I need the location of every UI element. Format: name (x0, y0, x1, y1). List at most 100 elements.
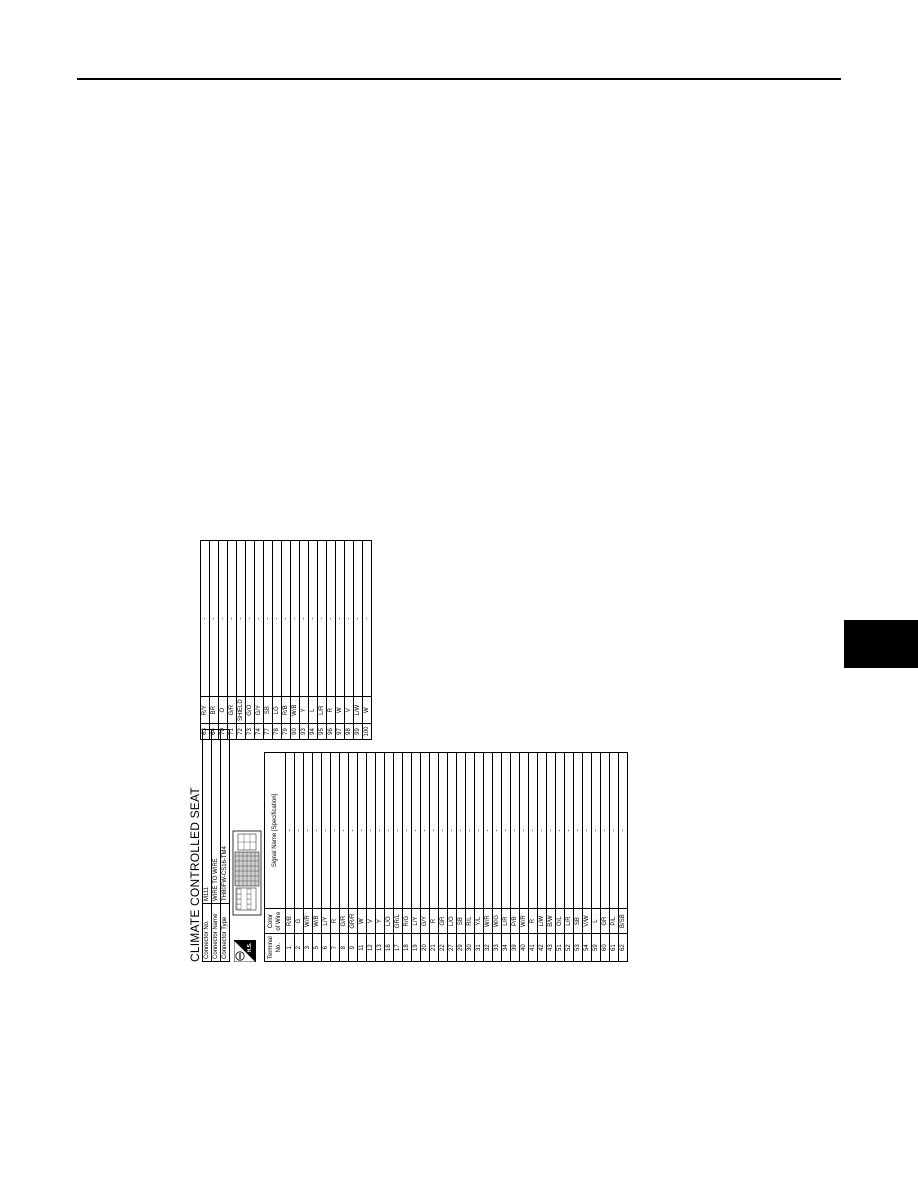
connector-type-value: TH80FW-CS16-TM4 (220, 729, 230, 904)
terminal-cell: 39 (510, 933, 520, 962)
signal-cell: - (528, 752, 538, 909)
signal-cell: - (600, 752, 610, 909)
terminal-cell: 13 (375, 933, 385, 962)
signal-cell: - (272, 540, 282, 697)
terminal-cell: 93 (299, 723, 309, 740)
signal-cell: - (326, 540, 336, 697)
wire-color-cell: SB (573, 908, 583, 934)
terminal-cell: 77 (263, 723, 273, 740)
signal-cell: - (308, 540, 318, 697)
wire-color-cell: B/W (546, 908, 556, 934)
signal-cell: - (303, 752, 313, 909)
terminal-cell: 34 (501, 933, 511, 962)
terminal-cell: 40 (519, 933, 529, 962)
terminal-cell: 60 (600, 933, 610, 962)
terminal-cell: 33 (492, 933, 502, 962)
connector-info-table: Connector No. M111 Connector Name WIRE T… (202, 729, 230, 962)
wire-color-cell: SHIELD (236, 696, 246, 724)
wire-color-cell: L/R (317, 696, 327, 724)
wire-color-cell: W (357, 908, 367, 934)
terminal-cell: 94 (308, 723, 318, 740)
signal-cell: - (362, 540, 372, 697)
signal-cell: - (254, 540, 264, 697)
wire-color-cell: GR/L (393, 908, 403, 934)
connector-graphics: H.S. (232, 730, 262, 962)
terminal-cell: 12 (366, 933, 376, 962)
terminal-cell: 3 (303, 933, 313, 962)
wire-color-cell: L/O (384, 908, 394, 934)
signal-cell: - (263, 540, 273, 697)
terminal-cell: 54 (582, 933, 592, 962)
terminal-cell: 100 (362, 723, 372, 740)
wire-color-cell: R/B (285, 908, 295, 934)
terminal-cell: 7 (330, 933, 340, 962)
signal-cell: - (285, 752, 295, 909)
wire-color-cell: GR (438, 908, 448, 934)
signal-cell: - (537, 752, 547, 909)
wire-color-cell: L/R (501, 908, 511, 934)
terminal-cell: 59 (591, 933, 601, 962)
terminal-cell: 42 (537, 933, 547, 962)
wire-color-cell: O/L (555, 908, 565, 934)
signal-cell: - (317, 540, 327, 697)
signal-cell: - (609, 752, 619, 909)
terminal-cell: 31 (474, 933, 484, 962)
terminal-cell: 79 (281, 723, 291, 740)
signal-cell: - (483, 752, 493, 909)
terminal-cell: 27 (447, 933, 457, 962)
signal-cell: - (348, 752, 358, 909)
terminal-cell: 5 (312, 933, 322, 962)
wire-color-cell: R (528, 908, 538, 934)
signal-cell: - (555, 752, 565, 909)
terminal-cell: 16 (384, 933, 394, 962)
signal-cell: - (353, 540, 363, 697)
wire-color-cell: O (218, 696, 228, 724)
terminal-cell: 95 (317, 723, 327, 740)
signal-cell: - (564, 752, 574, 909)
wire-color-cell: R/Y (200, 696, 210, 724)
wire-color-cell: Y (299, 696, 309, 724)
wire-color-cell: Y (375, 908, 385, 934)
terminal-cell: 96 (326, 723, 336, 740)
wire-color-cell: V (344, 696, 354, 724)
terminal-cell: 99 (353, 723, 363, 740)
wire-color-cell: L/Y (411, 908, 421, 934)
signal-cell: - (384, 752, 394, 909)
signal-cell: - (501, 752, 511, 909)
wire-color-cell: W/B (312, 908, 322, 934)
signal-cell: - (519, 752, 529, 909)
wire-color-cell: W/R (519, 908, 529, 934)
terminal-cell: 98 (344, 723, 354, 740)
signal-cell: - (218, 540, 228, 697)
wire-color-cell: W/R (303, 908, 313, 934)
signal-cell: - (465, 752, 475, 909)
terminal-cell: 61 (609, 933, 619, 962)
terminal-cell: 62 (618, 933, 628, 962)
connector-name-value: WIRE TO WIRE (211, 729, 221, 904)
signal-cell: - (245, 540, 255, 697)
wire-color-cell: L (308, 696, 318, 724)
